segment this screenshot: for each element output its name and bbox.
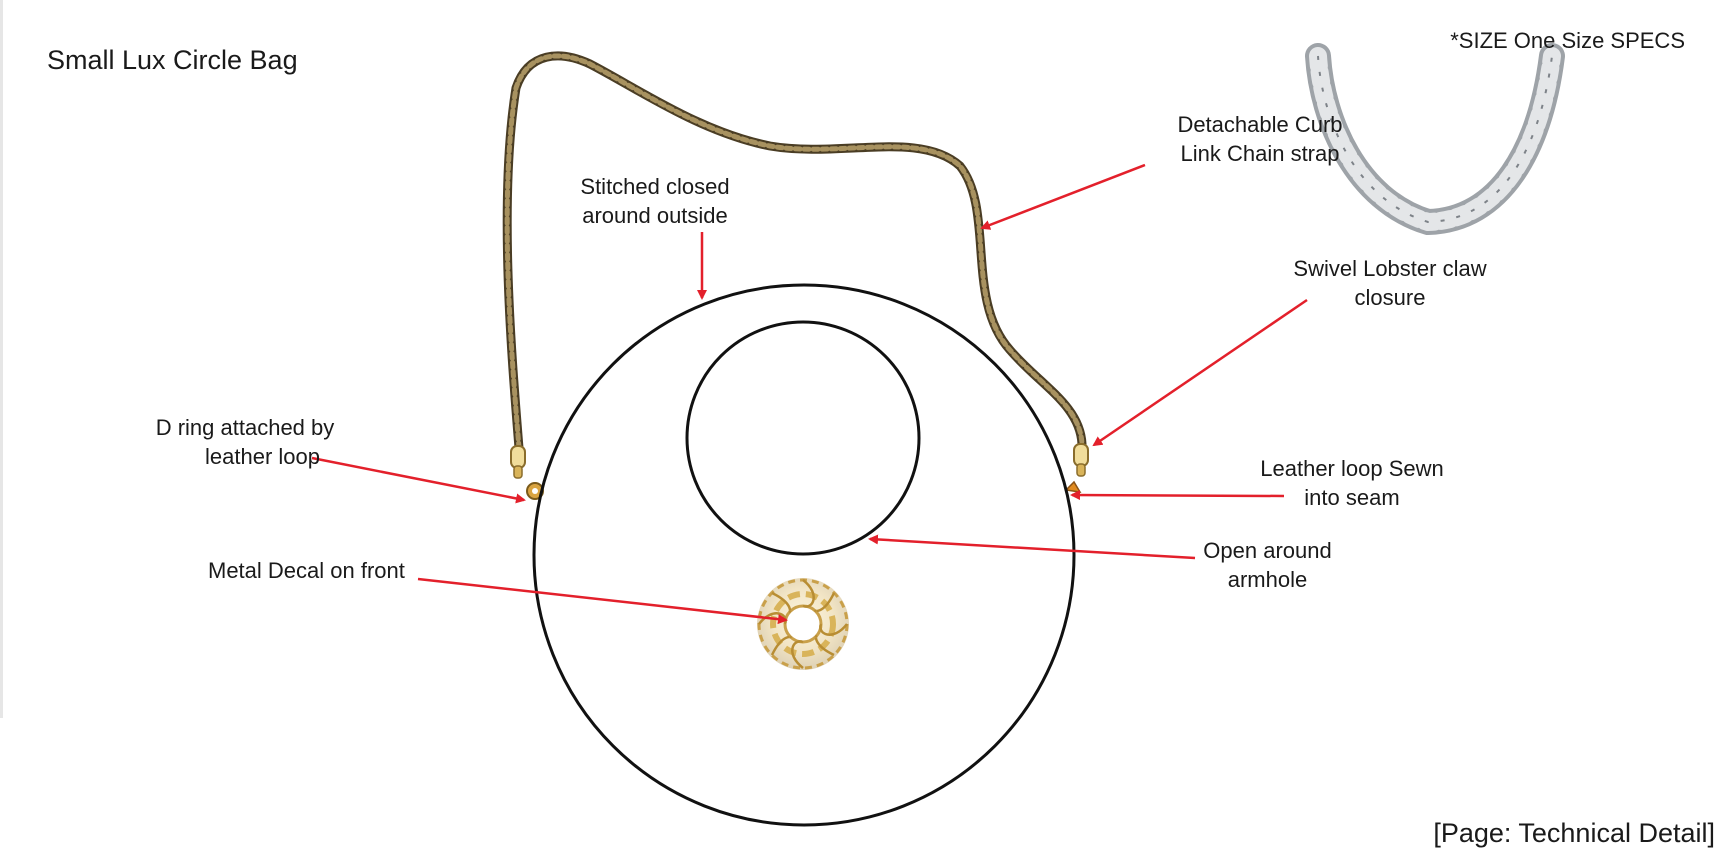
d-ring-icon	[526, 480, 1082, 500]
callout-leather-loop-line-2: into seam	[1304, 485, 1400, 510]
page-title: Small Lux Circle Bag	[47, 45, 298, 75]
page-edge-divider	[0, 0, 3, 718]
callout-arrows	[311, 163, 1308, 625]
callout-open-armhole: Open around armhole	[1185, 536, 1350, 594]
callout-stitched: Stitched closed around outside	[555, 172, 755, 230]
callout-leather-loop-line-1: Leather loop Sewn	[1260, 456, 1444, 481]
armhole-opening	[685, 320, 921, 556]
callout-chain-strap: Detachable Curb Link Chain strap	[1130, 110, 1390, 168]
page-tag: [Page: Technical Detail]	[1433, 818, 1715, 848]
callout-open-armhole-line-2: armhole	[1227, 567, 1308, 592]
bag-body-outline	[532, 283, 1076, 827]
callout-stitched-line-1: Stitched closed	[580, 174, 730, 199]
arrow-lobster-claw	[1092, 298, 1308, 447]
callout-d-ring-line-2: leather loop	[205, 444, 320, 469]
arrow-leather-loop	[1070, 490, 1285, 501]
callout-metal-decal: Metal Decal on front	[208, 556, 405, 585]
callout-d-ring: D ring attached by leather loop	[125, 413, 365, 471]
callout-chain-strap-line-1: Detachable Curb	[1177, 112, 1343, 137]
size-spec-label: *SIZE One Size SPECS	[1450, 28, 1685, 53]
callout-d-ring-line-1: D ring attached by	[155, 415, 335, 440]
callout-chain-strap-line-2: Link Chain strap	[1180, 141, 1340, 166]
callout-lobster-claw-line-1: Swivel Lobster claw	[1293, 256, 1487, 281]
curb-chain-photo-icon	[1305, 43, 1565, 236]
callout-open-armhole-line-1: Open around	[1203, 538, 1332, 563]
callout-stitched-line-2: around outside	[582, 203, 728, 228]
lobster-claw-icon	[510, 443, 1089, 479]
callout-leather-loop: Leather loop Sewn into seam	[1242, 454, 1462, 512]
arrow-open-armhole	[868, 534, 1196, 560]
chain-strap	[502, 51, 1087, 453]
arrow-chain-strap	[980, 163, 1146, 230]
callout-metal-decal-line-1: Metal Decal on front	[208, 558, 405, 583]
callout-lobster-claw: Swivel Lobster claw closure	[1275, 254, 1505, 312]
metal-decal-icon	[757, 578, 849, 670]
callout-lobster-claw-line-2: closure	[1354, 285, 1426, 310]
arrow-d-ring	[311, 456, 526, 504]
arrow-metal-decal	[417, 577, 788, 625]
